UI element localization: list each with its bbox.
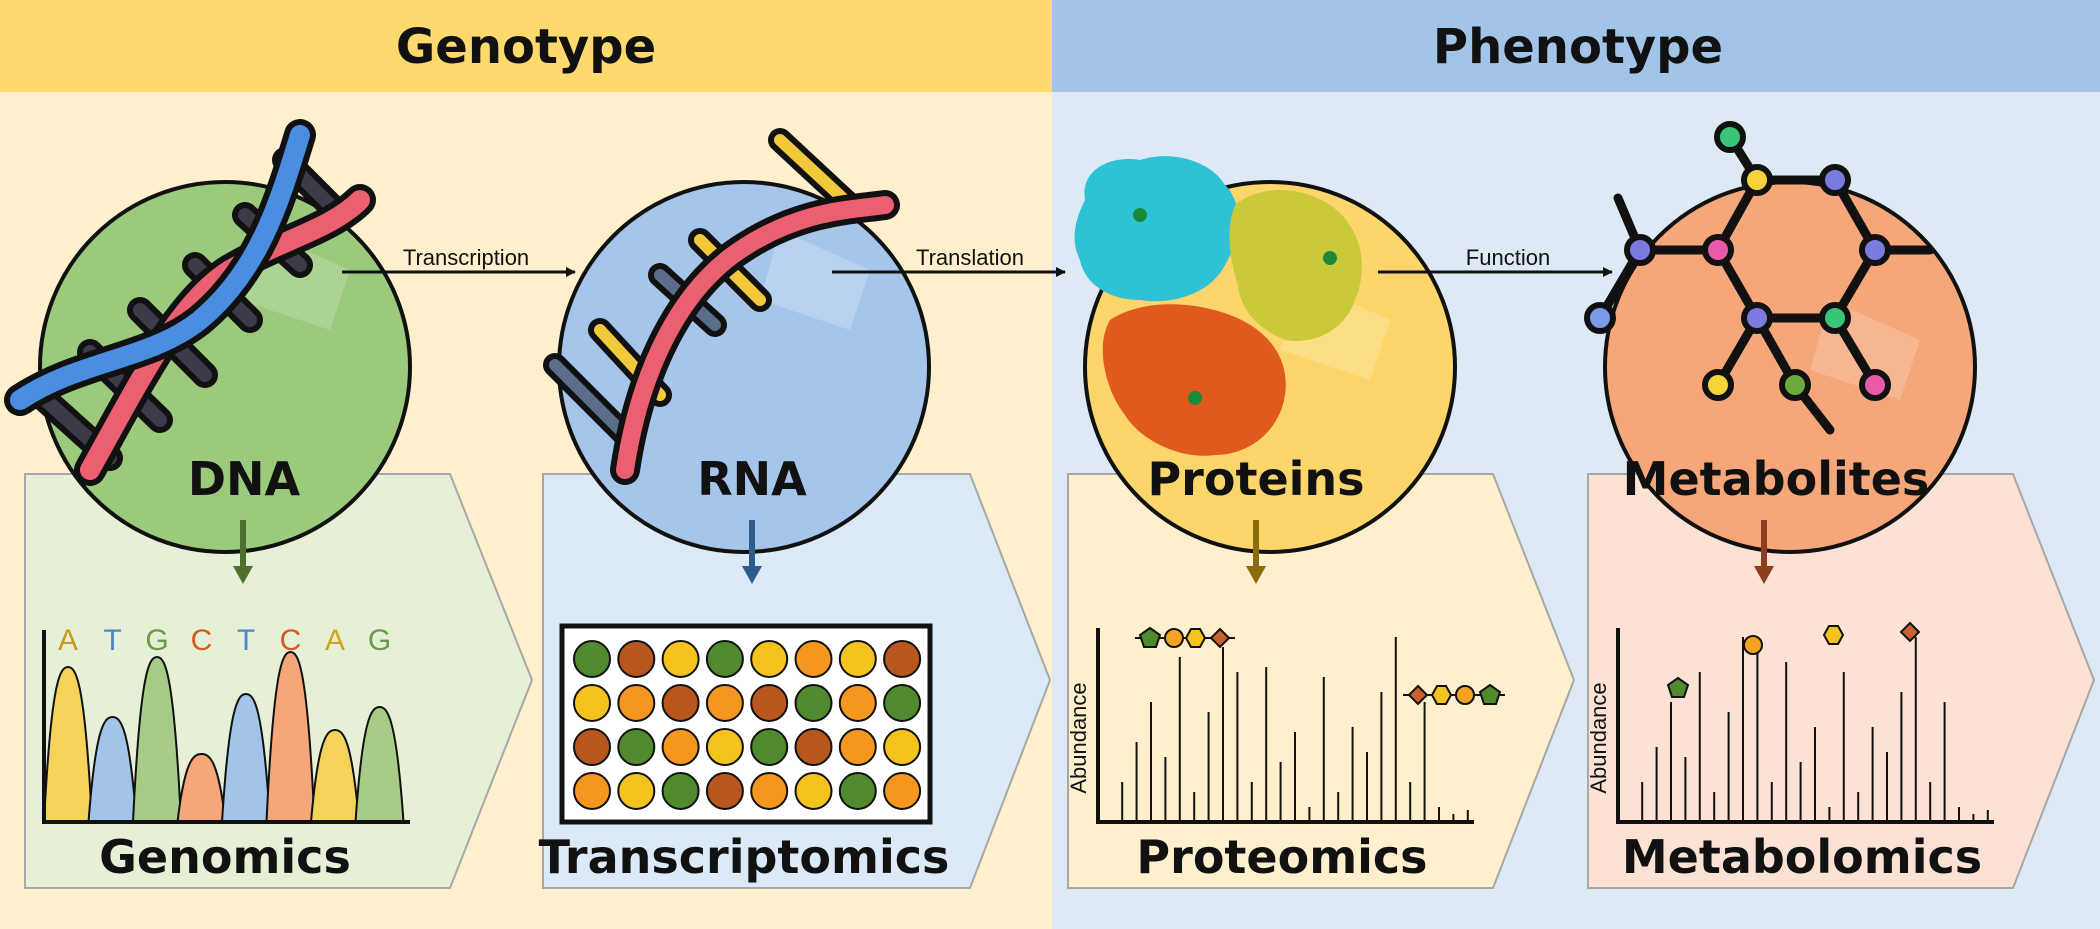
microarray-well [573,640,611,678]
peptide-glyph-left [1135,626,1235,649]
chromatogram-axes [42,630,410,824]
metabolomics-axes [1616,628,1994,824]
dna-label: DNA [188,452,301,506]
chromatogram-peak [265,650,316,823]
microarray-well [661,772,700,810]
microarray-well [794,728,833,766]
chromatogram-peak [43,665,93,823]
rna-strand-icon [543,128,900,485]
metabolomics-spectrum [1641,637,1989,822]
chromatogram-peak [132,655,182,823]
sequence-base: C [191,624,213,657]
phenotype-header-bar [1052,0,2100,92]
genotype-header: Genotype [396,19,656,75]
microarray-well [883,640,922,678]
proteomics-label: Proteomics [1136,830,1427,884]
protein-structure-icon [1074,156,1362,456]
metabolomics-y-label: Abundance [1586,682,1611,793]
genomics-label: Genomics [99,830,351,884]
sequence-base: T [103,624,121,657]
microarray-wells [573,640,922,810]
function-label: Function [1466,245,1550,270]
chromatogram-peaks [43,650,405,823]
sequence-base: G [368,624,391,657]
microarray-well [573,772,611,810]
rna-down-arrow [742,520,762,584]
rna-label: RNA [697,452,807,506]
microarray-well [705,772,744,810]
genotype-header-bar [0,0,1052,92]
transcriptomics-label: Transcriptomics [539,830,950,884]
chromatogram-peak [176,752,227,823]
proteomics-y-label: Abundance [1066,682,1091,793]
metabolomics-label: Metabolomics [1622,830,1982,884]
chromatogram-peak [221,692,271,823]
peptide-glyph-right [1403,683,1505,706]
metabolite-marker-diamond [1899,621,1921,643]
microarray-well [573,728,611,766]
chromatogram-peak [310,728,360,823]
sequence-base: A [58,624,78,657]
sequence-base: A [325,624,345,657]
microarray-well [794,684,833,722]
microarray-well [617,640,656,678]
microarray-well [617,684,656,722]
metabolite-down-arrow [1754,520,1774,584]
metabolite-marker-pentagon [1666,676,1690,698]
transcription-label: Transcription [403,245,529,270]
dna-down-arrow [233,520,253,584]
dna-helix-icon [4,119,376,486]
microarray-well [661,728,700,766]
metabolite-nodes [1584,121,1891,401]
microarray-well [661,684,700,722]
microarray-well [705,684,744,722]
microarray-well [883,728,922,766]
microarray-well [750,728,789,766]
metabolite-marker-circle [1743,635,1763,655]
microarray-well [617,772,656,810]
microarray-well [838,684,877,722]
microarray-well [838,728,877,766]
metabolites-label: Metabolites [1623,452,1930,506]
sequence-base: T [237,624,255,657]
microarray-well [883,772,922,810]
microarray-well [750,684,789,722]
microarray-well [617,728,656,766]
microarray-well [883,684,922,722]
chromatogram-peak [354,705,405,823]
proteomics-spectrum [1121,637,1469,822]
protein-down-arrow [1246,520,1266,584]
metabolite-marker-hexagon [1822,625,1845,645]
translation-label: Translation [916,245,1024,270]
microarray-well [838,640,877,678]
microarray-well [838,772,877,810]
chromatogram-peak [87,715,138,823]
microarray-well [794,640,833,678]
sequence-base: G [145,624,168,657]
microarray-well [705,640,744,678]
proteins-label: Proteins [1147,452,1364,506]
sequence-base: C [280,624,302,657]
microarray-well [573,684,611,722]
microarray-well [750,772,789,810]
microarray-well [750,640,789,678]
proteomics-axes [1096,628,1474,824]
microarray-well [661,640,700,678]
microarray-well [794,772,833,810]
phenotype-header: Phenotype [1433,19,1723,75]
microarray-well [705,728,744,766]
